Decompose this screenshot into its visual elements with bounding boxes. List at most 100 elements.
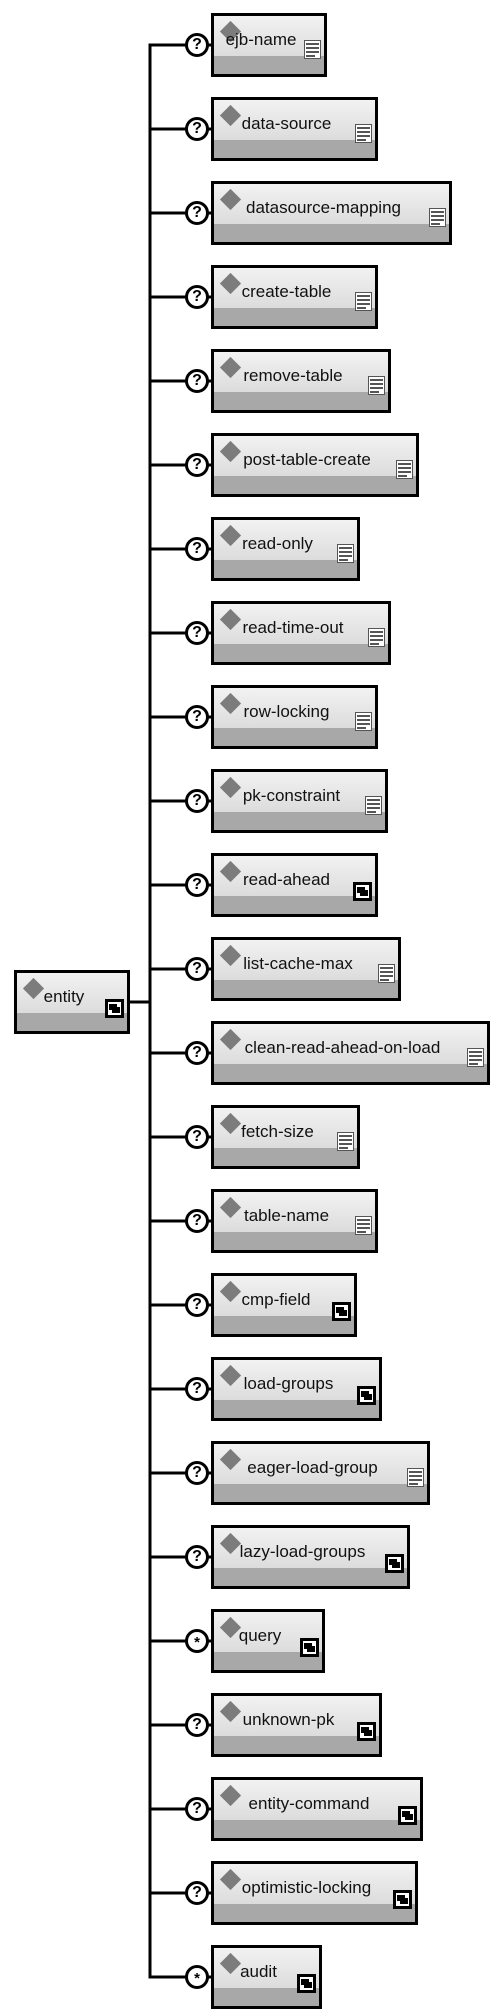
complex-type-icon — [385, 1554, 404, 1573]
node-label: row-locking — [243, 702, 330, 721]
node-header — [214, 436, 416, 476]
optional-badge: ? — [185, 1209, 209, 1233]
text-content-icon — [355, 124, 372, 143]
optional-badge: ? — [185, 201, 209, 225]
node-label: post-table-create — [243, 450, 371, 469]
optional-badge: ? — [185, 1713, 209, 1737]
node-label: unknown-pk — [242, 1710, 335, 1729]
optional-badge: ? — [185, 1797, 209, 1821]
node-label: clean-read-ahead-on-load — [244, 1038, 441, 1057]
text-content-icon — [368, 628, 385, 647]
optional-badge: ? — [185, 537, 209, 561]
node-header — [214, 1276, 354, 1316]
node-header — [214, 772, 385, 812]
node-header — [214, 520, 357, 560]
node-header — [214, 1444, 427, 1484]
child-node-pk-constraint[interactable]: pk-constraint — [211, 769, 388, 833]
child-node-load-groups[interactable]: load-groups — [211, 1357, 382, 1421]
optional-badge: ? — [185, 369, 209, 393]
text-content-icon — [378, 964, 395, 983]
node-label: datasource-mapping — [246, 198, 401, 217]
text-content-icon — [365, 796, 382, 815]
node-label: entity-command — [248, 1794, 370, 1813]
optional-badge: ? — [185, 285, 209, 309]
node-header — [214, 1024, 487, 1064]
child-node-post-table-create[interactable]: post-table-create — [211, 433, 419, 497]
complex-type-icon — [332, 1302, 351, 1321]
optional-badge: ? — [185, 957, 209, 981]
text-content-icon — [429, 208, 446, 227]
complex-type-icon — [297, 1974, 316, 1993]
child-node-query[interactable]: query — [211, 1609, 325, 1673]
node-label: load-groups — [243, 1374, 334, 1393]
child-node-ejb-name[interactable]: ejb-name — [211, 13, 327, 77]
child-node-read-time-out[interactable]: read-time-out — [211, 601, 391, 665]
node-label: eager-load-group — [247, 1458, 378, 1477]
optional-badge: ? — [185, 1293, 209, 1317]
complex-type-icon — [393, 1890, 412, 1909]
text-content-icon — [355, 712, 372, 731]
optional-badge: ? — [185, 621, 209, 645]
child-node-audit[interactable]: audit — [211, 1945, 322, 2009]
node-header — [214, 1696, 379, 1736]
text-content-icon — [337, 1132, 354, 1151]
optional-badge: ? — [185, 453, 209, 477]
child-node-remove-table[interactable]: remove-table — [211, 349, 391, 413]
node-header — [214, 688, 375, 728]
child-node-lazy-load-groups[interactable]: lazy-load-groups — [211, 1525, 410, 1589]
child-node-cmp-field[interactable]: cmp-field — [211, 1273, 357, 1337]
child-node-row-locking[interactable]: row-locking — [211, 685, 378, 749]
node-header — [214, 940, 398, 980]
child-node-optimistic-locking[interactable]: optimistic-locking — [211, 1861, 418, 1925]
node-header — [214, 1360, 379, 1400]
child-node-clean-read-ahead-on-load[interactable]: clean-read-ahead-on-load — [211, 1021, 490, 1085]
child-node-create-table[interactable]: create-table — [211, 265, 378, 329]
node-label: pk-constraint — [242, 786, 341, 805]
text-content-icon — [368, 376, 385, 395]
optional-badge: ? — [185, 789, 209, 813]
child-node-unknown-pk[interactable]: unknown-pk — [211, 1693, 382, 1757]
optional-badge: ? — [185, 705, 209, 729]
child-node-table-name[interactable]: table-name — [211, 1189, 378, 1253]
complex-type-icon — [300, 1638, 319, 1657]
node-label: lazy-load-groups — [239, 1542, 366, 1561]
node-label: table-name — [243, 1206, 330, 1225]
text-content-icon — [304, 40, 321, 59]
node-header — [214, 1192, 375, 1232]
node-header — [214, 1780, 420, 1820]
optional-badge: ? — [185, 33, 209, 57]
text-content-icon — [355, 1216, 372, 1235]
child-node-read-ahead[interactable]: read-ahead — [211, 853, 378, 917]
child-node-datasource-mapping[interactable]: datasource-mapping — [211, 181, 452, 245]
child-node-read-only[interactable]: read-only — [211, 517, 360, 581]
node-label: read-time-out — [242, 618, 344, 637]
text-content-icon — [396, 460, 413, 479]
child-node-eager-load-group[interactable]: eager-load-group — [211, 1441, 430, 1505]
node-header — [214, 268, 375, 308]
zero-or-more-badge: * — [185, 1965, 209, 1989]
complex-type-icon — [398, 1806, 417, 1825]
child-node-data-source[interactable]: data-source — [211, 97, 378, 161]
node-label: list-cache-max — [243, 954, 353, 973]
complex-type-icon — [353, 882, 372, 901]
child-node-entity-command[interactable]: entity-command — [211, 1777, 423, 1841]
zero-or-more-badge: * — [185, 1629, 209, 1653]
text-content-icon — [407, 1468, 424, 1487]
root-node-entity[interactable]: entity — [14, 970, 130, 1034]
node-label: optimistic-locking — [241, 1878, 372, 1897]
complex-type-icon — [357, 1722, 376, 1741]
node-label: entity — [43, 987, 85, 1006]
node-header — [214, 1528, 407, 1568]
child-node-list-cache-max[interactable]: list-cache-max — [211, 937, 401, 1001]
optional-badge: ? — [185, 1125, 209, 1149]
child-node-fetch-size[interactable]: fetch-size — [211, 1105, 360, 1169]
node-header — [214, 184, 449, 224]
node-header — [214, 352, 388, 392]
node-label: query — [238, 1626, 282, 1645]
optional-badge: ? — [185, 1545, 209, 1569]
node-label: remove-table — [243, 366, 343, 385]
node-label: fetch-size — [241, 1122, 314, 1141]
node-label: create-table — [241, 282, 332, 301]
optional-badge: ? — [185, 1377, 209, 1401]
